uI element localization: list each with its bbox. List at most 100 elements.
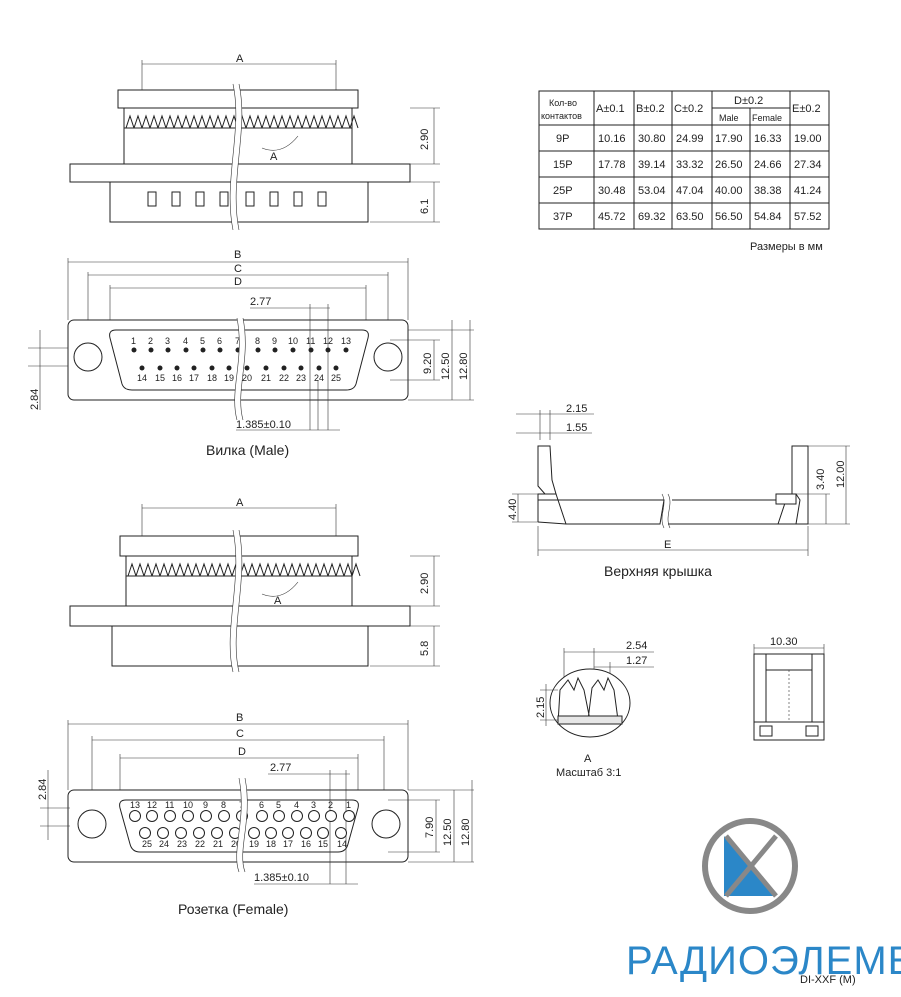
dim-12-00: 12.00: [835, 460, 847, 488]
dim-7-90: 7.90: [424, 817, 436, 838]
svg-text:24.99: 24.99: [676, 133, 704, 145]
svg-text:33.32: 33.32: [676, 159, 704, 171]
svg-text:6: 6: [259, 800, 264, 810]
svg-text:19: 19: [224, 373, 234, 383]
end-view: 10.30: [753, 636, 825, 741]
dim-2-84-female: 2.84: [37, 779, 49, 800]
svg-text:26.50: 26.50: [715, 159, 743, 171]
svg-text:54.84: 54.84: [754, 211, 782, 223]
dim-c-label-female: C: [236, 728, 244, 740]
brand-logo: РАДИОЭЛЕМЕНТ DI-XXF (M): [626, 818, 901, 986]
dim-2-84-male: 2.84: [29, 389, 41, 410]
svg-text:14: 14: [137, 373, 147, 383]
svg-text:4: 4: [183, 336, 188, 346]
svg-text:1: 1: [346, 800, 351, 810]
svg-text:10: 10: [288, 336, 298, 346]
detail-a-title: A: [584, 753, 592, 765]
svg-text:24.66: 24.66: [754, 159, 782, 171]
svg-text:37P: 37P: [553, 211, 573, 223]
svg-text:22: 22: [195, 839, 205, 849]
dim-a-label: A: [236, 53, 244, 65]
svg-text:20: 20: [231, 839, 241, 849]
th-e: E±0.2: [792, 103, 821, 115]
svg-text:9: 9: [272, 336, 277, 346]
dim-3-40: 3.40: [815, 469, 827, 490]
th-count-2: контактов: [541, 111, 582, 121]
svg-text:19.00: 19.00: [794, 133, 822, 145]
dim-1-385: 1.385±0.10: [236, 419, 291, 431]
svg-text:9P: 9P: [556, 133, 569, 145]
svg-text:15: 15: [318, 839, 328, 849]
dim-4-40: 4.40: [507, 499, 519, 520]
svg-text:12: 12: [323, 336, 333, 346]
dim-12-50-female: 12.50: [442, 818, 454, 846]
svg-text:16: 16: [172, 373, 182, 383]
dim-10-30: 10.30: [770, 636, 798, 648]
th-count-1: Кол-во: [549, 98, 577, 108]
svg-text:15: 15: [155, 373, 165, 383]
units-note: Размеры в мм: [750, 241, 823, 253]
svg-text:17: 17: [189, 373, 199, 383]
svg-text:16: 16: [301, 839, 311, 849]
dim-b-label: B: [234, 249, 241, 261]
dim-1-27: 1.27: [626, 655, 647, 667]
svg-text:5: 5: [276, 800, 281, 810]
svg-text:30.80: 30.80: [638, 133, 666, 145]
svg-text:17: 17: [283, 839, 293, 849]
caption-female: Розетка (Female): [178, 901, 288, 917]
svg-text:56.50: 56.50: [715, 211, 743, 223]
svg-text:24: 24: [159, 839, 169, 849]
svg-text:8: 8: [255, 336, 260, 346]
male-side-pins: [147, 191, 327, 207]
brand-name: РАДИОЭЛЕМЕНТ: [626, 939, 901, 983]
detail-a-view: 2.54 1.27 2.15 A Масштаб 3:1: [535, 640, 654, 779]
svg-text:19: 19: [249, 839, 259, 849]
dim-1-55: 1.55: [566, 422, 587, 434]
dim-6-1: 6.1: [419, 199, 431, 214]
svg-text:40.00: 40.00: [715, 185, 743, 197]
svg-text:5: 5: [200, 336, 205, 346]
svg-text:30.48: 30.48: [598, 185, 626, 197]
svg-text:39.14: 39.14: [638, 159, 666, 171]
caption-top-cover: Верхняя крышка: [604, 563, 712, 579]
dim-12-80-female: 12.80: [460, 818, 472, 846]
svg-text:21: 21: [213, 839, 223, 849]
svg-text:10.16: 10.16: [598, 133, 626, 145]
dim-b-label-female: B: [236, 712, 243, 724]
dim-2-15-detail: 2.15: [535, 697, 547, 718]
female-socket-row-top: [129, 810, 355, 822]
dim-2-15-cover: 2.15: [566, 403, 587, 415]
svg-text:13: 13: [341, 336, 351, 346]
male-side-view: A A 2.90 6.1: [69, 53, 440, 231]
svg-text:7: 7: [235, 336, 240, 346]
svg-text:20: 20: [242, 373, 252, 383]
svg-text:14: 14: [337, 839, 347, 849]
svg-text:11: 11: [306, 336, 315, 346]
th-d-female: Female: [752, 113, 782, 123]
dim-2-90-female: 2.90: [419, 573, 431, 594]
svg-text:41.24: 41.24: [794, 185, 822, 197]
svg-text:57.52: 57.52: [794, 211, 822, 223]
dim-12-50-male: 12.50: [440, 352, 452, 380]
svg-text:11: 11: [165, 800, 174, 810]
svg-text:38.38: 38.38: [754, 185, 782, 197]
svg-text:27.34: 27.34: [794, 159, 822, 171]
dim-a-label-female: A: [236, 497, 244, 509]
th-c: C±0.2: [674, 103, 703, 115]
svg-text:21: 21: [261, 373, 271, 383]
svg-text:18: 18: [207, 373, 217, 383]
svg-text:17.90: 17.90: [715, 133, 743, 145]
dim-d-label-female: D: [238, 746, 246, 758]
svg-text:18: 18: [266, 839, 276, 849]
dim-2-77: 2.77: [250, 296, 271, 308]
